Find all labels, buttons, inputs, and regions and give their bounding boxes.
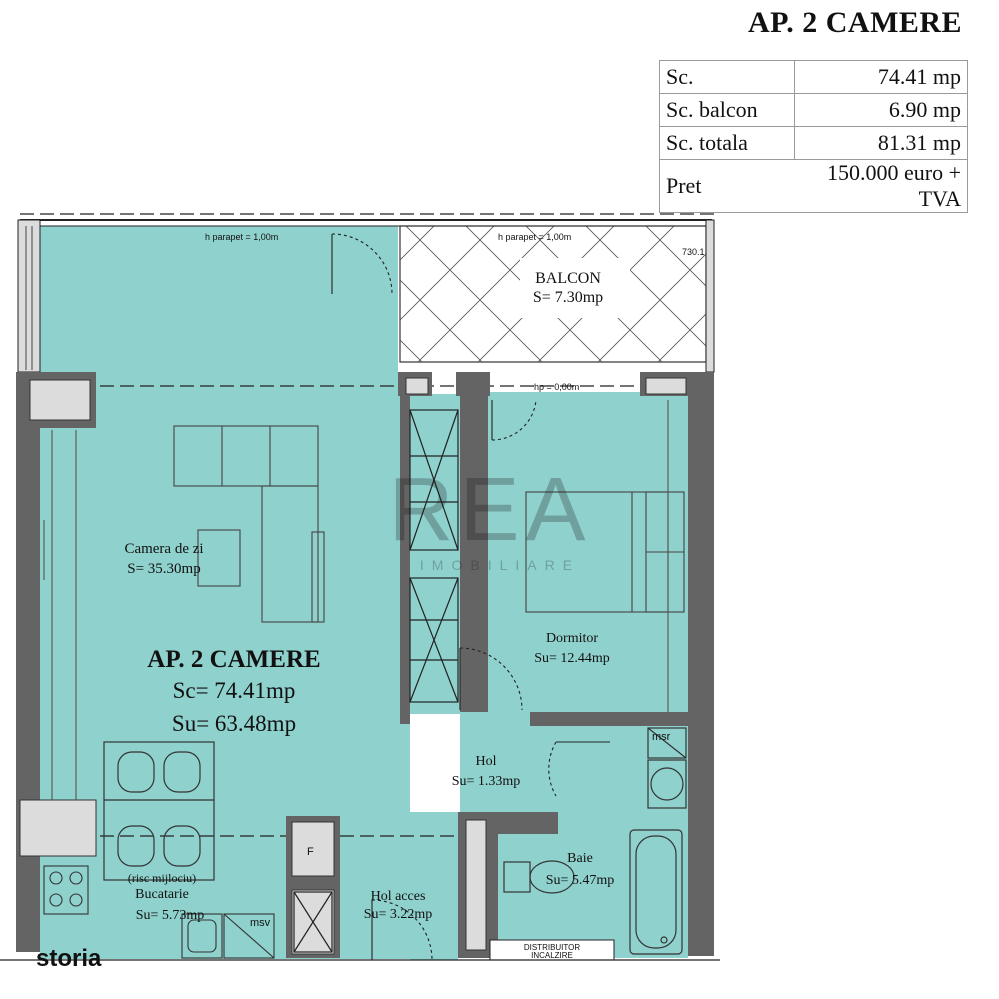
- parapet-label-left: h parapet = 1,00m: [205, 232, 278, 242]
- bath-name: Baie: [567, 851, 593, 866]
- bathroom-fixtures: [503, 727, 687, 955]
- price-value: 150.000 euro + TVA: [794, 159, 968, 213]
- msr-label: msr: [652, 731, 671, 743]
- watermark: REA IMOBILIARE: [388, 460, 591, 573]
- kitchen-area: Su= 5.73mp: [136, 908, 205, 923]
- msv-label: msv: [250, 917, 271, 929]
- kitchen-name: Bucatarie: [135, 887, 189, 902]
- parapet-label-right: h parapet = 1,00m: [498, 232, 571, 242]
- wardrobes: [293, 409, 459, 953]
- bed: [525, 400, 685, 712]
- summary-su: Su= 63.48mp: [172, 711, 296, 736]
- living-name: Camera de zi: [124, 541, 203, 557]
- entry-area: Su= 3.22mp: [364, 907, 433, 922]
- watermark-sub: IMOBILIARE: [420, 557, 580, 573]
- row-label: Sc.: [659, 60, 795, 94]
- distributor-box: DISTRIBUITOR INCALZIRE: [489, 939, 615, 961]
- kitchen-note: (risc mijlociu): [128, 871, 196, 885]
- dining-set: [103, 741, 215, 881]
- bedroom-area: Su= 12.44mp: [534, 651, 610, 666]
- balcony-area: [399, 225, 707, 363]
- doors: [331, 233, 610, 961]
- price-label: Pret: [659, 159, 795, 213]
- entry-name: Hol acces: [371, 889, 426, 904]
- fridge-label: F: [307, 846, 314, 858]
- balcony-railing: [17, 219, 715, 373]
- row-value: 81.31 mp: [794, 126, 968, 160]
- row-value: 6.90 mp: [794, 93, 968, 127]
- watermark-logo: REA: [388, 460, 591, 560]
- living-furniture: [43, 425, 325, 800]
- kitchen-fixtures: [43, 865, 275, 959]
- table-row: Sc. balcon 6.90 mp: [659, 93, 968, 127]
- area-summary-table: Sc. 74.41 mp Sc. balcon 6.90 mp Sc. tota…: [659, 60, 968, 213]
- distributor-label-1: DISTRIBUITOR: [524, 943, 581, 952]
- page-title: AP. 2 CAMERE: [748, 6, 963, 39]
- bath-area: Su= 5.47mp: [546, 873, 615, 888]
- summary-sc: Sc= 74.41mp: [173, 678, 296, 703]
- hp-label: hp = 0,00m: [534, 382, 579, 392]
- dimension-label: 730.1: [682, 247, 705, 257]
- row-label: Sc. balcon: [659, 93, 795, 127]
- living-area: S= 35.30mp: [127, 561, 200, 577]
- row-label: Sc. totala: [659, 126, 795, 160]
- hall-area: Su= 1.33mp: [452, 774, 521, 789]
- hall-name: Hol: [476, 754, 497, 769]
- table-row: Sc. totala 81.31 mp: [659, 126, 968, 160]
- summary-title: AP. 2 CAMERE: [147, 646, 320, 673]
- brand-logo: storia: [36, 945, 102, 972]
- distributor-label-2: INCALZIRE: [531, 951, 573, 960]
- bedroom-name: Dormitor: [546, 631, 598, 646]
- table-row: Pret 150.000 euro + TVA: [659, 159, 968, 213]
- balcony-name: BALCON: [535, 270, 601, 287]
- balcony-area-label: S= 7.30mp: [533, 289, 603, 306]
